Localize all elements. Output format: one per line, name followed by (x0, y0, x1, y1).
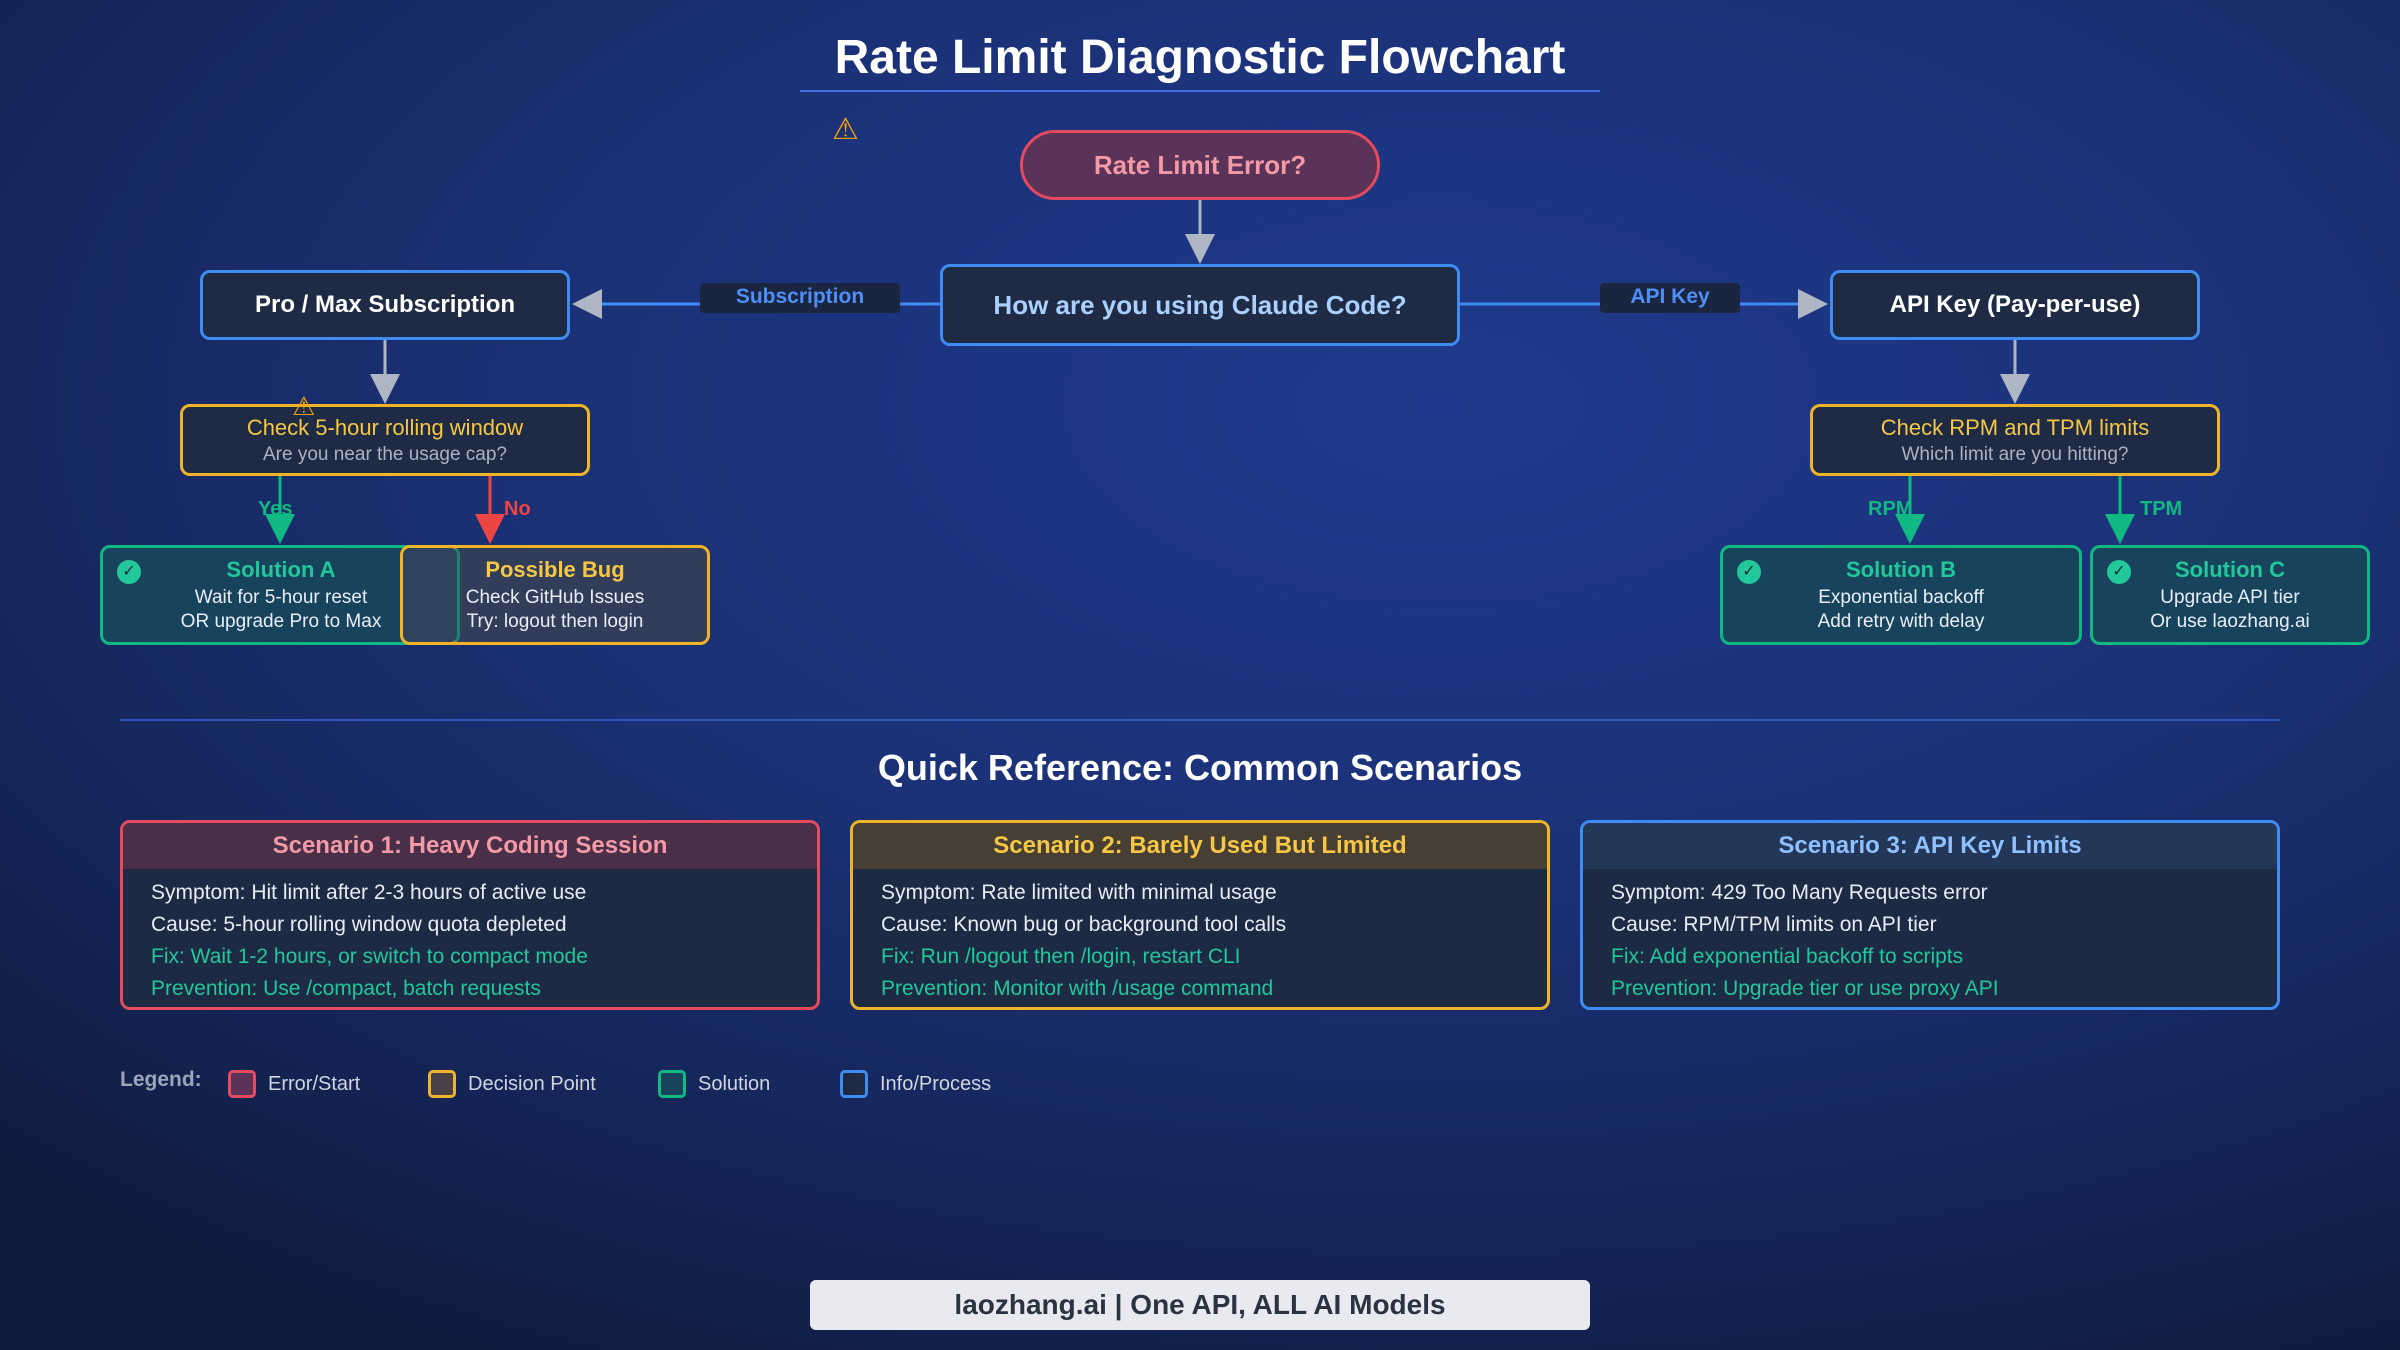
possible-bug-line1: Check GitHub Issues (465, 587, 645, 608)
node-pro-max-subscription: Pro / Max Subscription (200, 270, 570, 340)
possible-bug-title: Possible Bug (485, 557, 625, 582)
legend-item-error: Error/Start (228, 1068, 360, 1100)
scenario-title: Scenario 3: API Key Limits (1583, 823, 2277, 869)
scenario-symptom: Symptom: Hit limit after 2-3 hours of ac… (151, 881, 587, 904)
possible-bug-line2: Try: logout then login (466, 611, 644, 632)
node-usage-question: How are you using Claude Code? (940, 264, 1460, 346)
edge-label-tpm: TPM (2140, 498, 2183, 520)
node-api-key-label: API Key (Pay-per-use) (1889, 291, 2141, 318)
footer-banner: laozhang.ai | One API, ALL AI Models (810, 1280, 1590, 1330)
node-api-key: API Key (Pay-per-use) (1830, 270, 2200, 340)
scenario-card-1: Scenario 1: Heavy Coding Session Symptom… (120, 820, 820, 1010)
scenario-cause: Cause: 5-hour rolling window quota deple… (151, 913, 567, 936)
legend-text: Error/Start (268, 1072, 361, 1095)
check-circle-icon: ✓ (1737, 560, 1761, 584)
scenario-title: Scenario 2: Barely Used But Limited (853, 823, 1547, 869)
scenario-card-2: Scenario 2: Barely Used But Limited Symp… (850, 820, 1550, 1010)
section-divider (120, 719, 2280, 721)
edge-label-no: No (504, 498, 531, 520)
solution-c-title: Solution C (2175, 557, 2285, 582)
node-rate-limit-error: Rate Limit Error? (1020, 130, 1380, 200)
scenario-prevention: Prevention: Upgrade tier or use proxy AP… (1611, 977, 1999, 1000)
node-rate-limit-error-label: Rate Limit Error? (1093, 149, 1307, 180)
solution-c-line2: Or use laozhang.ai (2150, 611, 2310, 632)
solution-a-line1: Wait for 5-hour reset (194, 587, 368, 608)
legend-item-solution: Solution (658, 1068, 770, 1100)
node-overlap-region (400, 545, 460, 645)
scenario-symptom: Symptom: 429 Too Many Requests error (1611, 881, 1988, 904)
check-window-title: Check 5-hour rolling window (246, 414, 524, 440)
scenario-cause: Cause: Known bug or background tool call… (881, 913, 1287, 936)
edge-label-api-key: API Key (1600, 283, 1740, 313)
legend-swatch-info (840, 1070, 868, 1098)
node-pro-max-label: Pro / Max Subscription (254, 291, 516, 318)
solution-c-line1: Upgrade API tier (2160, 587, 2300, 608)
check-rpm-subtitle: Which limit are you hitting? (1901, 443, 2129, 465)
scenario-card-3: Scenario 3: API Key Limits Symptom: 429 … (1580, 820, 2280, 1010)
scenario-fix: Fix: Wait 1-2 hours, or switch to compac… (151, 945, 588, 968)
check-circle-icon: ✓ (117, 560, 141, 584)
edge-label-subscription: Subscription (700, 283, 900, 313)
legend-item-decision: Decision Point (428, 1068, 596, 1100)
solution-a-title: Solution A (226, 557, 336, 582)
scenario-symptom: Symptom: Rate limited with minimal usage (881, 881, 1277, 904)
legend-item-info: Info/Process (840, 1068, 991, 1100)
solution-b-line2: Add retry with delay (1817, 611, 1985, 632)
scenario-body: Symptom: Rate limited with minimal usage… (853, 869, 1547, 1007)
check-rpm-title: Check RPM and TPM limits (1880, 414, 2150, 440)
solution-b-title: Solution B (1846, 557, 1956, 582)
scenario-fix: Fix: Run /logout then /login, restart CL… (881, 945, 1241, 968)
page-title: Rate Limit Diagnostic Flowchart (834, 31, 1566, 84)
scenario-cause: Cause: RPM/TPM limits on API tier (1611, 913, 1937, 936)
scenario-prevention: Prevention: Use /compact, batch requests (151, 977, 541, 1000)
edge-label-rpm: RPM (1868, 498, 1913, 520)
legend-swatch-error (228, 1070, 256, 1098)
legend-text: Info/Process (880, 1072, 992, 1095)
check-circle-icon: ✓ (2107, 560, 2131, 584)
solution-b-line1: Exponential backoff (1818, 587, 1984, 608)
quick-reference-title: Quick Reference: Common Scenarios (877, 747, 1523, 788)
node-check-rpm-tpm: Check RPM and TPM limits Which limit are… (1810, 404, 2220, 476)
legend-text: Solution (698, 1072, 771, 1095)
scenario-body: Symptom: Hit limit after 2-3 hours of ac… (123, 869, 817, 1007)
node-usage-question-label: How are you using Claude Code? (993, 289, 1407, 320)
check-window-subtitle: Are you near the usage cap? (262, 443, 507, 465)
warning-icon: ⚠ (832, 113, 859, 146)
scenario-prevention: Prevention: Monitor with /usage command (881, 977, 1274, 1000)
warning-icon: ⚠ (292, 391, 316, 421)
solution-a-line2: OR upgrade Pro to Max (180, 611, 382, 632)
edge-label-yes: Yes (258, 498, 293, 520)
node-solution-c: Solution C Upgrade API tier Or use laozh… (2090, 545, 2370, 645)
scenario-title: Scenario 1: Heavy Coding Session (123, 823, 817, 869)
legend-swatch-decision (428, 1070, 456, 1098)
legend-label: Legend: (120, 1068, 202, 1091)
node-solution-b: Solution B Exponential backoff Add retry… (1720, 545, 2082, 645)
node-check-rolling-window: Check 5-hour rolling window Are you near… (180, 404, 590, 476)
legend-swatch-solution (658, 1070, 686, 1098)
scenario-fix: Fix: Add exponential backoff to scripts (1611, 945, 1964, 968)
scenario-body: Symptom: 429 Too Many Requests error Cau… (1583, 869, 2277, 1007)
legend-text: Decision Point (468, 1072, 596, 1095)
title-underline (800, 90, 1600, 92)
